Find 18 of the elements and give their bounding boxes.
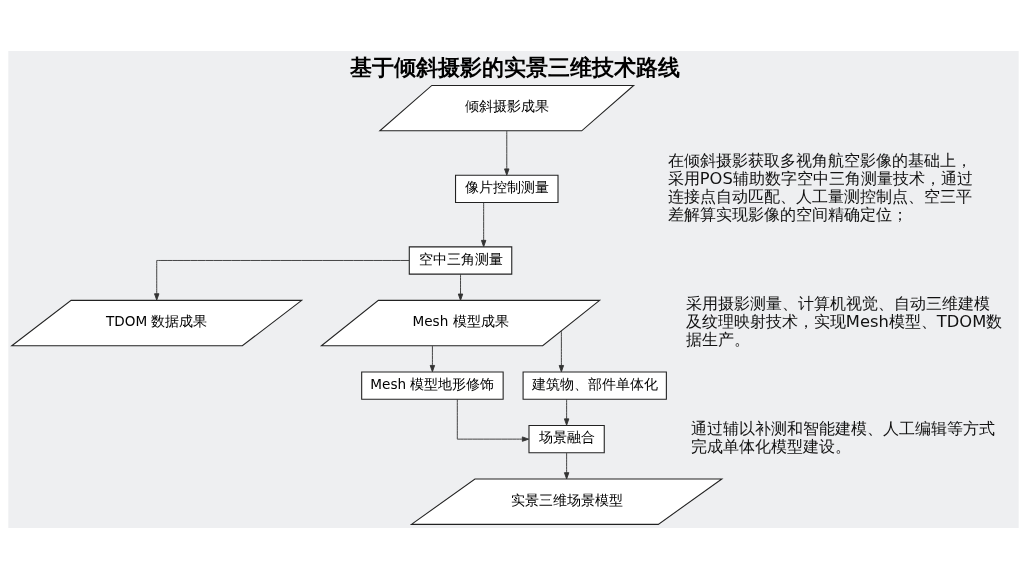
node-box: 场景融合 bbox=[528, 424, 605, 453]
label: 在倾斜摄影获取多视角航空影像的基础上，采用POS辅助数字空中三角测量技术，通过连接点自动匹配、人工量测控制点、空三平差解算实现影像的空间精确定位； bbox=[667, 150, 973, 224]
arrow bbox=[456, 398, 530, 442]
label: 采用摄影测量、计算机视觉、自动三维建模及纹理映射技术，实现Mesh模型、TDOM数据生产。 bbox=[685, 293, 1003, 349]
diagram-title: 基于倾斜摄影的实景三维技术路线 bbox=[349, 54, 680, 80]
node-box: 像片控制测量 bbox=[455, 174, 559, 203]
arrow bbox=[504, 130, 510, 176]
arrow bbox=[429, 345, 436, 372]
node-box: 空中三角测量 bbox=[408, 245, 513, 275]
node-box: 建筑物、部件单体化 bbox=[522, 370, 667, 400]
node-box: Mesh 模型地形修饰 bbox=[361, 370, 504, 400]
arrow bbox=[480, 201, 487, 247]
arrow bbox=[457, 273, 464, 301]
label: 通过辅以补测和智能建模、人工编辑等方式完成单体化模型建设。 bbox=[691, 418, 996, 456]
arrow bbox=[563, 452, 570, 479]
arrow bbox=[154, 259, 410, 301]
arrow bbox=[558, 330, 565, 372]
arrow bbox=[563, 398, 570, 426]
